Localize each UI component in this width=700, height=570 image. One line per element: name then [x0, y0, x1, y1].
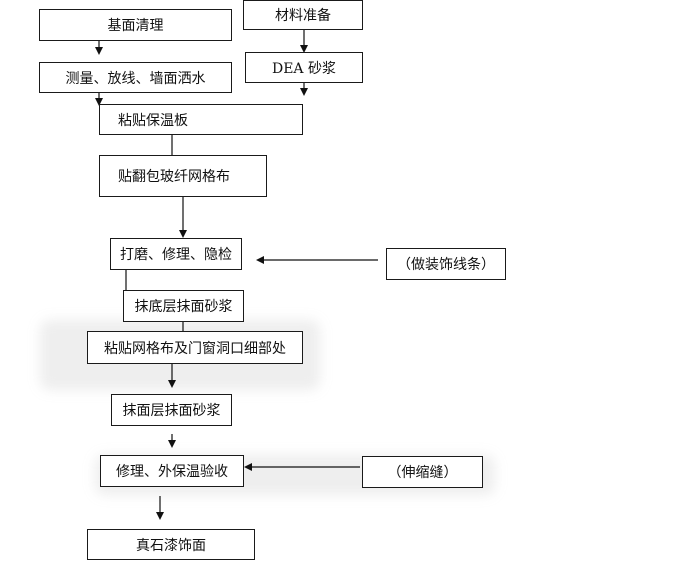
step-label: 打磨、修理、隐检 — [120, 247, 232, 263]
step-label: 基面清理 — [107, 18, 164, 34]
step-label: 抹面层抹面砂浆 — [122, 403, 221, 419]
step-label: 粘贴网格布及门窗洞口细部处 — [104, 340, 286, 357]
step-label: （做装饰线条） — [397, 257, 495, 273]
step-paste-board: 粘贴保温板 — [99, 104, 303, 135]
step-paste-mesh: 粘贴网格布及门窗洞口细部处 — [87, 331, 303, 364]
step-label: 修理、外保温验收 — [116, 464, 228, 480]
step-surface-mortar: 抹面层抹面砂浆 — [111, 394, 232, 426]
step-stone-paint: 真石漆饰面 — [87, 529, 255, 560]
step-dea-mortar: DEA 砂浆 — [245, 52, 363, 83]
step-base-clean: 基面清理 — [39, 9, 232, 41]
step-label: 真石漆饰面 — [136, 537, 206, 554]
step-decor-strip: （做装饰线条） — [386, 248, 506, 280]
step-base-mortar: 抹底层抹面砂浆 — [123, 290, 244, 322]
step-label: 测量、放线、墙面洒水 — [65, 70, 206, 87]
step-label: 贴翻包玻纤网格布 — [118, 169, 230, 185]
step-measure: 测量、放线、墙面洒水 — [39, 62, 232, 93]
step-label: 材料准备 — [275, 8, 331, 24]
step-label: 粘贴保温板 — [118, 112, 188, 129]
step-repair-accept: 修理、外保温验收 — [100, 455, 244, 487]
step-label: DEA 砂浆 — [271, 60, 336, 77]
step-expansion-joint: （伸缩缝） — [362, 456, 483, 488]
step-grind-repair: 打磨、修理、隐检 — [110, 238, 242, 270]
step-label: 抹底层抹面砂浆 — [134, 299, 233, 315]
step-wrap-mesh: 贴翻包玻纤网格布 — [99, 155, 267, 197]
step-material-prep: 材料准备 — [243, 0, 363, 30]
step-label: （伸缩缝） — [387, 465, 458, 481]
